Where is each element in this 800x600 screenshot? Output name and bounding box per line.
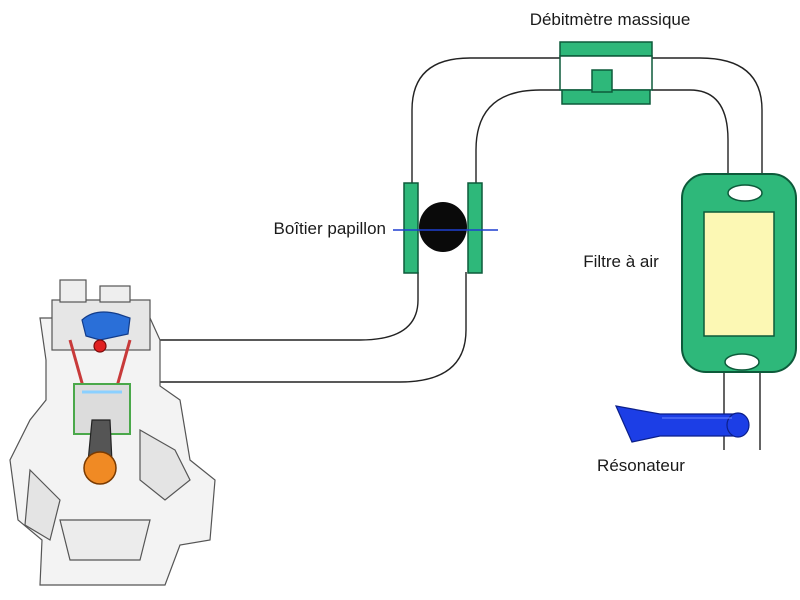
filter-inlet-port bbox=[727, 184, 763, 202]
throttle-body bbox=[393, 182, 498, 274]
resonator-label: Résonateur bbox=[597, 456, 685, 475]
butterfly-valve bbox=[419, 202, 467, 252]
engine-block bbox=[9, 317, 216, 586]
intake-duct bbox=[160, 57, 763, 450]
manifold-lower bbox=[160, 272, 467, 383]
filter-element bbox=[703, 211, 775, 337]
mass-flow-meter-label: Débitmètre massique bbox=[530, 10, 691, 29]
manifold-upper bbox=[160, 272, 419, 341]
air-filter bbox=[681, 173, 797, 373]
mass-flow-meter bbox=[559, 41, 653, 105]
duct-right-inner-wall bbox=[652, 89, 729, 188]
crankshaft bbox=[83, 451, 117, 485]
engine-cutaway bbox=[9, 279, 216, 586]
throttle-body-label: Boîtier papillon bbox=[274, 219, 386, 238]
flow-sensor bbox=[591, 69, 613, 93]
cam-lobe bbox=[93, 339, 107, 353]
air-filter-label: Filtre à air bbox=[583, 252, 659, 271]
filter-outlet-port bbox=[724, 353, 760, 371]
resonator bbox=[614, 405, 750, 443]
duct-right-outer-wall bbox=[652, 57, 763, 188]
camshaft bbox=[81, 311, 131, 341]
duct-inner-wall bbox=[475, 89, 562, 185]
duct-outer-wall bbox=[411, 57, 562, 185]
